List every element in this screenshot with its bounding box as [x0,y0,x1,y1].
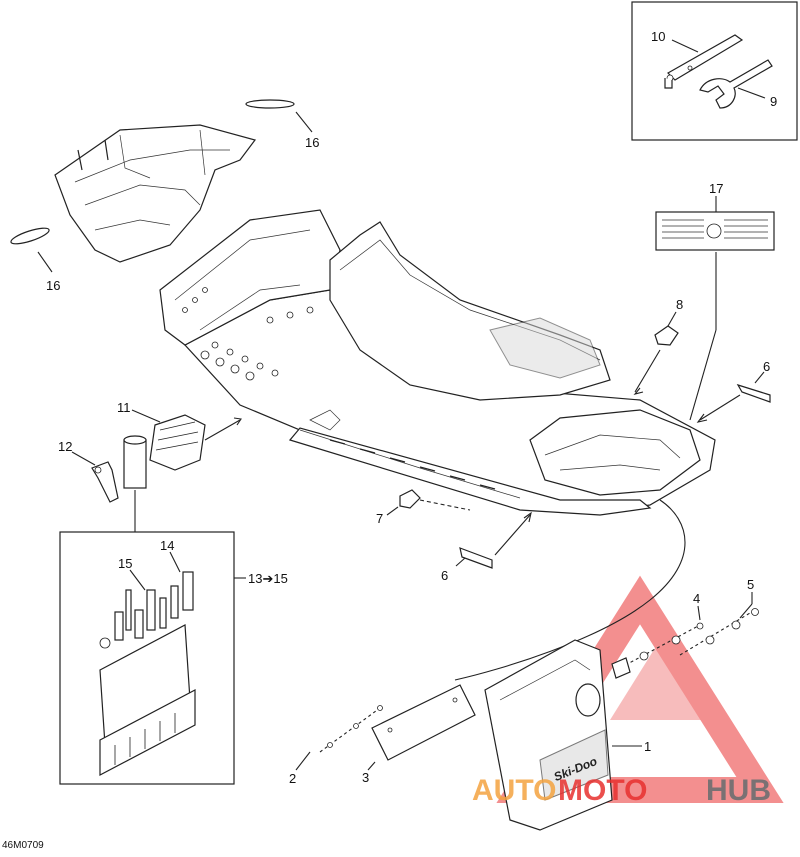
tube-container [123,435,147,489]
callout-7: 7 [376,511,383,526]
seat [329,221,611,401]
toolkit-box [59,531,235,785]
callout-9: 9 [770,94,777,109]
tool-wrench-10 [664,34,744,89]
tape-16-top [245,99,295,109]
callout-3: 3 [362,770,369,785]
watermark-text: AUTO MOTO HUB [472,774,771,807]
watermark-auto: AUTO [472,774,556,807]
strap-12 [91,461,119,503]
clip-7 [399,489,421,509]
callout-14: 14 [160,538,174,553]
callout-4: 4 [693,591,700,606]
warning-decal-17 [655,211,775,251]
watermark-moto: MOTO [558,774,647,807]
callout-1: 1 [644,739,651,754]
callout-8: 8 [676,297,683,312]
callout-10: 10 [651,29,665,44]
tools-set [99,571,194,649]
console-cab-part [54,124,257,263]
rivets-2 [319,705,383,753]
callout-13-15: 13➔15 [248,571,288,586]
tool-pouch [99,624,196,776]
clip-8 [654,325,679,346]
callout-17: 17 [709,181,723,196]
callout-5: 5 [747,577,754,592]
callout-6-right: 6 [763,359,770,374]
drawing-code: 46M0709 [2,840,44,851]
callout-6-bottom: 6 [441,568,448,583]
rear-panel-1: Ski-Doo [484,639,613,831]
callout-15: 15 [118,556,132,571]
tool-bag-11 [149,414,206,471]
tape-6-bottom [459,547,493,569]
callout-16-left: 16 [46,278,60,293]
callout-11: 11 [117,400,131,415]
callout-2: 2 [289,771,296,786]
watermark-hub: HUB [706,774,771,807]
tape-16-left [10,227,50,245]
callout-16-top: 16 [305,135,319,150]
inset-box-tools [631,1,798,141]
callout-12: 12 [58,439,72,454]
plate-3 [371,684,476,761]
fasteners-4-5 [611,608,759,679]
snowmobile-frame [159,209,716,516]
tool-spanner-9 [699,59,773,109]
tape-6-right [736,383,771,403]
